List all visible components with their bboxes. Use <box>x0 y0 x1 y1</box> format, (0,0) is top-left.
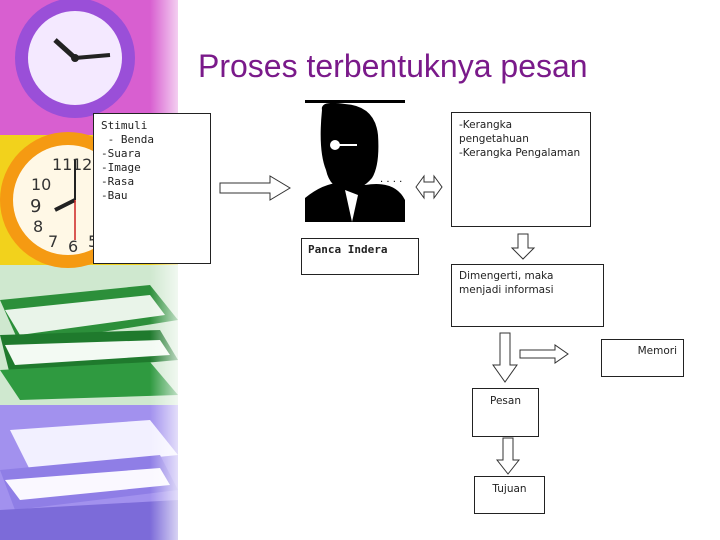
dimengerti-line: Dimengerti, maka <box>459 270 554 282</box>
arrow-down-icon <box>495 437 521 475</box>
stimuli-line: -Bau <box>101 189 128 202</box>
pesan-box: Pesan <box>472 388 539 437</box>
kerangka-line: -Kerangka <box>459 119 513 131</box>
clock-icon <box>15 0 135 118</box>
decorative-side-strip: 11 12 10 9 8 7 6 5 <box>0 0 178 540</box>
arrow-double-icon <box>415 174 443 200</box>
tujuan-box: Tujuan <box>474 476 545 514</box>
arrow-right-icon <box>219 175 291 201</box>
side-fade <box>150 0 178 540</box>
panca-indera-label: Panca Indera <box>308 243 388 256</box>
arrow-down-icon <box>492 332 518 383</box>
stimuli-line: -Image <box>101 161 141 174</box>
dimengerti-line: menjadi informasi <box>459 284 554 296</box>
stimuli-line: - Benda <box>101 133 154 146</box>
stimuli-line: Stimuli <box>101 119 148 132</box>
stimuli-line: -Rasa <box>101 175 135 188</box>
memori-label: Memori <box>637 345 677 357</box>
svg-text:8: 8 <box>33 217 43 236</box>
svg-text:9: 9 <box>30 196 41 217</box>
person-silhouette-icon: · · · · <box>305 100 405 222</box>
books-icon <box>0 420 178 540</box>
svg-text:10: 10 <box>31 175 51 194</box>
svg-text:· · · ·: · · · · <box>380 177 402 188</box>
svg-text:6: 6 <box>68 237 78 256</box>
svg-text:12: 12 <box>72 155 92 174</box>
slide-title: Proses terbentuknya pesan <box>198 48 588 84</box>
stimuli-box: Stimuli - Benda -Suara -Image -Rasa -Bau <box>93 113 211 264</box>
arrow-down-icon <box>510 233 536 260</box>
arrow-right-icon <box>519 344 569 364</box>
panca-indera-box: Panca Indera <box>301 238 419 275</box>
memori-box: Memori <box>601 339 684 377</box>
stimuli-line: -Suara <box>101 147 141 160</box>
kerangka-box: -Kerangka pengetahuan -Kerangka Pengalam… <box>451 112 591 227</box>
books-icon <box>0 285 178 400</box>
kerangka-line: pengetahuan <box>459 133 529 145</box>
svg-text:11: 11 <box>52 155 72 174</box>
tujuan-label: Tujuan <box>492 483 527 495</box>
dimengerti-box: Dimengerti, maka menjadi informasi <box>451 264 604 327</box>
kerangka-line: -Kerangka Pengalaman <box>459 147 581 159</box>
pesan-label: Pesan <box>490 395 521 407</box>
svg-text:7: 7 <box>48 232 58 251</box>
